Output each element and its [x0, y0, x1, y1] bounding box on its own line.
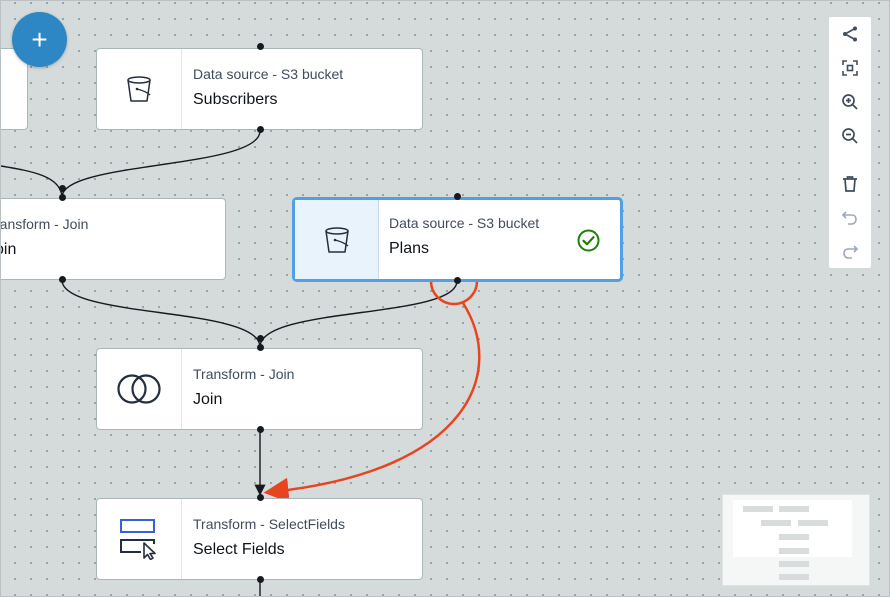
zoom-in-icon[interactable] — [838, 90, 862, 114]
bucket-icon — [324, 226, 349, 253]
join-circles-icon — [117, 374, 161, 404]
node-type-label: Transform - SelectFields — [193, 516, 345, 532]
select-fields-icon — [120, 519, 156, 560]
port-join-in-lower[interactable] — [257, 344, 264, 351]
node-type-label: Data source - S3 bucket — [193, 66, 344, 82]
node-join-left[interactable]: ransform - Join oin — [0, 198, 226, 280]
node-icon-box — [97, 499, 182, 579]
minimap-node — [779, 506, 809, 512]
node-name: Plans — [389, 240, 430, 257]
edge-join-left-to-join — [61, 279, 261, 348]
port-join-left-in[interactable] — [59, 185, 66, 192]
minimap-node — [779, 534, 809, 540]
fit-to-view-icon[interactable] — [838, 56, 862, 80]
minimap-node — [798, 520, 828, 526]
port-subscribers-out[interactable] — [257, 126, 264, 133]
node-name: oin — [1, 241, 17, 258]
port-join-left-out[interactable] — [59, 276, 66, 283]
add-node-button[interactable]: + — [12, 12, 67, 67]
node-type-label: Data source - S3 bucket — [389, 215, 540, 231]
node-select-fields[interactable]: Transform - SelectFields Select Fields — [96, 498, 423, 580]
node-join[interactable]: Transform - Join Join — [96, 348, 423, 430]
node-type-label: ransform - Join — [0, 216, 89, 232]
edge-plans-to-join — [259, 280, 458, 348]
port-select-fields-out[interactable] — [257, 576, 264, 583]
node-icon-box — [295, 200, 379, 279]
minimap-node — [779, 548, 809, 554]
edge-subscribers-to-join-left — [61, 130, 261, 198]
node-plans[interactable]: Data source - S3 bucket Plans — [292, 197, 623, 282]
zoom-out-icon[interactable] — [838, 124, 862, 148]
canvas-toolbar — [829, 17, 871, 268]
node-icon-box — [97, 49, 182, 129]
port-join-left-in-lower[interactable] — [59, 194, 66, 201]
edge-partial-to-join-left — [1, 165, 63, 198]
node-type-label: Transform - Join — [193, 366, 295, 382]
minimap[interactable] — [722, 494, 870, 586]
bucket-icon — [127, 76, 151, 102]
plus-icon: + — [31, 23, 48, 55]
port-join-out[interactable] — [257, 426, 264, 433]
check-circle-icon — [577, 229, 600, 252]
undo-icon[interactable] — [838, 206, 862, 230]
node-subscribers[interactable]: Data source - S3 bucket Subscribers — [96, 48, 423, 130]
minimap-node — [761, 520, 791, 526]
port-plans-out[interactable] — [454, 277, 461, 284]
layout-icon[interactable] — [838, 22, 862, 46]
minimap-node — [743, 506, 773, 512]
port-join-in[interactable] — [257, 335, 264, 342]
minimap-node — [779, 561, 809, 567]
port-select-fields-in[interactable] — [257, 494, 264, 501]
node-name: Join — [193, 391, 223, 408]
port-subscribers-in[interactable] — [257, 43, 264, 50]
delete-icon[interactable] — [838, 172, 862, 196]
minimap-node — [779, 574, 809, 580]
port-plans-in[interactable] — [454, 193, 461, 200]
node-icon-box — [97, 349, 182, 429]
redo-icon[interactable] — [838, 240, 862, 264]
node-name: Subscribers — [193, 91, 278, 108]
node-name: Select Fields — [193, 541, 285, 558]
